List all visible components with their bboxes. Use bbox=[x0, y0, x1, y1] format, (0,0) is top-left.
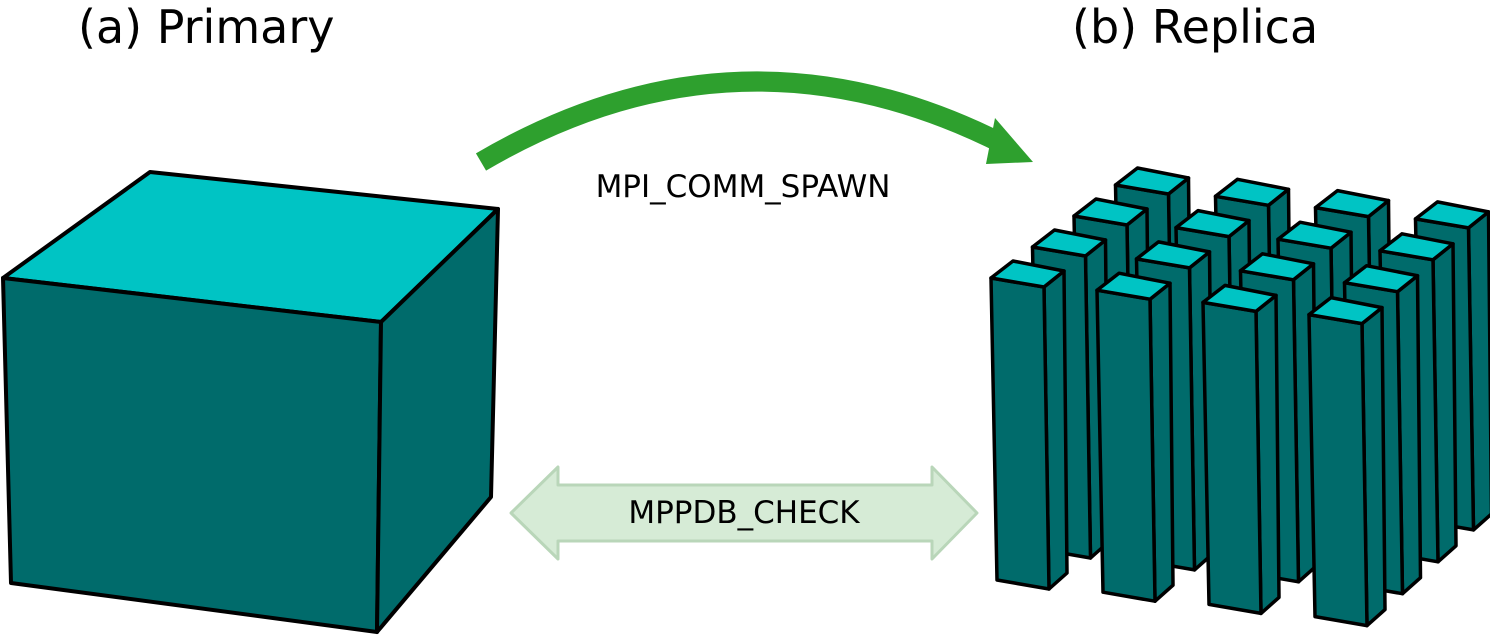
pillar-top-face bbox=[1276, 220, 1353, 250]
pillar-top-face bbox=[1213, 177, 1291, 208]
pillar-front-face bbox=[1095, 288, 1157, 603]
pillar-top-face bbox=[1378, 232, 1455, 262]
replica-pillar bbox=[989, 259, 1069, 591]
primary-cube-front-face bbox=[1, 276, 383, 634]
pillar-front-face bbox=[1201, 300, 1263, 616]
primary-title: (a) Primary bbox=[78, 0, 334, 54]
replica-pillar bbox=[1307, 295, 1387, 628]
pillar-top-face bbox=[1307, 295, 1384, 326]
spawn-label: MPI_COMM_SPAWN bbox=[596, 169, 891, 205]
pillar-top-face bbox=[1238, 252, 1316, 282]
spawn-arrow bbox=[475, 71, 1033, 171]
check-label: MPPDB_CHECK bbox=[628, 495, 860, 531]
spawn-arrow-head bbox=[986, 118, 1033, 164]
pillar-top-face bbox=[1072, 197, 1149, 227]
pillar-top-face bbox=[1342, 263, 1420, 294]
pillar-top-face bbox=[989, 259, 1066, 289]
check-arrow bbox=[509, 465, 979, 561]
check-arrow-shape bbox=[509, 465, 979, 561]
primary-cube-right-face bbox=[375, 207, 500, 634]
pillar-top-face bbox=[1095, 271, 1172, 301]
spawn-arrow-shaft bbox=[475, 71, 1010, 171]
replica-pillar-grid bbox=[989, 166, 1490, 628]
pillar-top-face bbox=[1134, 240, 1212, 270]
replica-title: (b) Replica bbox=[1072, 0, 1318, 54]
pillar-top-face bbox=[1030, 228, 1108, 258]
pillar-top-face bbox=[1174, 208, 1251, 239]
pillar-top-face bbox=[1413, 200, 1490, 230]
primary-cube bbox=[1, 170, 500, 634]
pillar-front-face bbox=[989, 276, 1051, 591]
pillar-top-face bbox=[1313, 188, 1391, 219]
replica-pillar bbox=[1201, 283, 1281, 616]
pillar-top-face bbox=[1113, 166, 1191, 196]
pillar-front-face bbox=[1307, 312, 1369, 628]
pillar-top-face bbox=[1201, 283, 1278, 314]
replica-pillar bbox=[1095, 271, 1175, 603]
